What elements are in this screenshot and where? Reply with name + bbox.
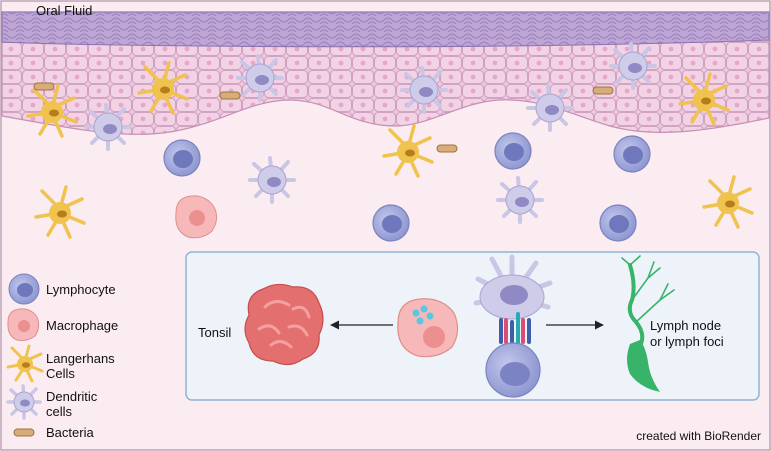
lymphocyte xyxy=(163,139,201,177)
dendritic-cell xyxy=(609,42,657,90)
dendritic-cell xyxy=(248,156,296,204)
lymphocyte xyxy=(372,204,410,242)
dendritic-cell xyxy=(84,103,132,151)
bacterium xyxy=(436,144,458,153)
antigen-loaded-macrophage xyxy=(397,298,459,358)
mhc-tcr-receptors xyxy=(499,312,531,344)
dendritic-cell xyxy=(496,176,544,224)
macrophage xyxy=(175,195,218,239)
legend-label-bacteria: Bacteria xyxy=(46,425,94,440)
dendritic-cell-panel xyxy=(473,254,553,320)
legend-label-dendritic: Dendritic cells xyxy=(46,389,98,419)
lymphocyte-icon xyxy=(8,273,40,305)
langerhans-cell xyxy=(137,61,189,115)
bacteria xyxy=(33,82,614,153)
antigen-presentation-panel xyxy=(185,251,760,401)
dendritic-cells xyxy=(84,42,657,224)
legend-label-langerhans: Langerhans Cells xyxy=(46,351,115,381)
bacterium xyxy=(592,86,614,95)
lymphocyte xyxy=(599,204,637,242)
langerhans-cells xyxy=(26,61,754,239)
langerhans-cell xyxy=(34,185,86,239)
lymph-node-label: Lymph node or lymph foci xyxy=(650,318,724,349)
legend-label-macrophage: Macrophage xyxy=(46,318,119,333)
legend-icons xyxy=(6,273,44,437)
langerhans-cell xyxy=(26,84,78,138)
oral-fluid-label: Oral Fluid xyxy=(36,3,93,18)
tonsil-label: Tonsil xyxy=(198,325,232,340)
bacteria-icon xyxy=(13,428,35,437)
langerhans-cell xyxy=(678,72,730,126)
bacterium xyxy=(219,91,241,100)
lymph-node-icon xyxy=(621,255,675,392)
lymphocyte xyxy=(494,132,532,170)
lymphocyte-cells xyxy=(163,132,651,242)
legend-label-lymphocyte: Lymphocyte xyxy=(46,282,116,297)
tonsil-icon xyxy=(244,283,324,366)
surface-layer xyxy=(1,11,770,48)
macrophage-icon xyxy=(7,308,40,341)
dendritic-cell xyxy=(400,66,448,114)
bacterium xyxy=(33,82,55,91)
credit-text: created with BioRender xyxy=(636,429,761,443)
lymphocyte xyxy=(613,135,651,173)
langerhans-cell-icon xyxy=(6,344,44,383)
langerhans-cell xyxy=(702,175,754,229)
dendritic-cell xyxy=(526,84,574,132)
langerhans-cell xyxy=(382,124,434,178)
dendritic-cell-icon xyxy=(6,384,42,420)
t-lymphocyte-panel xyxy=(485,342,541,398)
dendritic-cell xyxy=(236,54,284,102)
